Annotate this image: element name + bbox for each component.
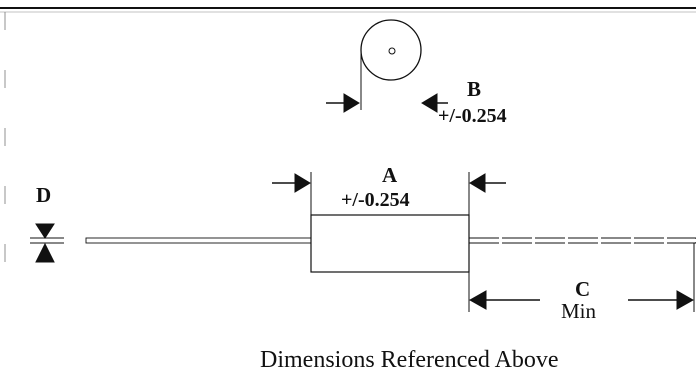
dim-b-right-arrowhead: [421, 93, 438, 113]
dimension-c-label: C: [575, 277, 591, 301]
dim-c-left-arrowhead: [468, 290, 487, 310]
component-body: [310, 214, 470, 273]
dimension-b-tolerance: +/-0.254: [438, 105, 507, 127]
dim-b-left-arrowhead: [343, 93, 360, 113]
dim-a-left-arrowhead: [294, 173, 311, 193]
dim-d-down-arrowhead: [35, 223, 55, 239]
dimension-d-arrows: [30, 223, 64, 263]
dim-c-right-arrowhead: [676, 290, 695, 310]
dimension-b-arrows: [326, 93, 448, 113]
dimension-a-arrows: [272, 172, 506, 215]
drawing-frame: [0, 7, 696, 300]
dim-a-right-arrowhead: [469, 173, 486, 193]
drawing-caption: Dimensions Referenced Above: [260, 347, 559, 373]
side-view: [85, 214, 696, 273]
right-lead-wire: [468, 237, 696, 244]
dimension-d-label: D: [36, 183, 52, 207]
dim-d-up-arrowhead: [35, 242, 55, 263]
end-view-lead-dot: [388, 47, 396, 55]
dimension-c-arrows: [468, 243, 695, 312]
end-view-body-circle: [360, 19, 422, 81]
dimension-a-label: A: [382, 163, 398, 187]
dimension-c-qualifier: Min: [561, 299, 597, 323]
left-lead-wire: [85, 237, 312, 244]
dimension-a-tolerance: +/-0.254: [341, 189, 410, 211]
dimension-b-label: B: [467, 77, 482, 101]
end-view: [360, 19, 422, 110]
